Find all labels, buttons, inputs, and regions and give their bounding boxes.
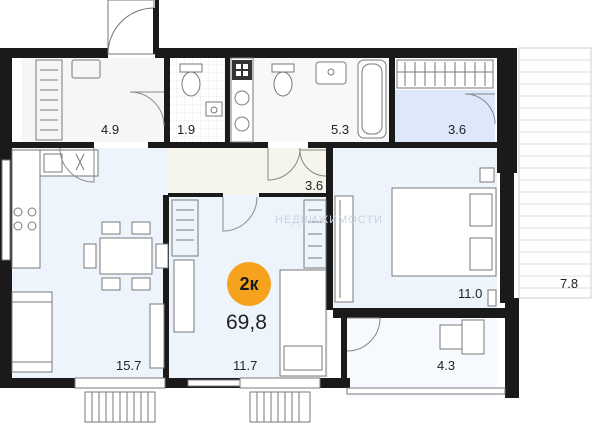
dining-table: [83, 221, 169, 291]
corridor-floor: [168, 148, 333, 195]
storage-shelves: [396, 59, 494, 89]
walls: [0, 0, 519, 398]
terrace-deck: [519, 59, 591, 289]
shelf-bedroom: [334, 195, 354, 303]
storage-door-swing: [464, 93, 496, 125]
balcony-railing: [346, 387, 506, 395]
terrace-floor: [518, 47, 592, 299]
bedroom-door-swing: [299, 149, 327, 177]
hall-door-swing: [129, 91, 165, 127]
wardrobe-bedroom: [303, 199, 327, 269]
window-bottom-middle: [239, 377, 321, 423]
watermark: НЕДВИЖИМОСТИ: [275, 214, 383, 226]
room-area-corridor: 3.6: [305, 178, 324, 193]
kitchen-door-swing: [59, 147, 95, 183]
entry-door: [107, 0, 155, 55]
room-area-bedroom: 11.0: [458, 286, 483, 301]
kitchen-counter: [11, 149, 99, 269]
room-count-badge: 2к: [227, 262, 271, 306]
room-area-storage: 3.6: [448, 122, 467, 137]
room-area-terrace: 7.8: [560, 276, 579, 291]
room-area-hall: 4.9: [101, 122, 120, 137]
window-bottom-left: [74, 377, 166, 423]
room-area-wc: 1.9: [177, 122, 196, 137]
sofa: [11, 291, 53, 373]
room-area-kitchen-living: 15.7: [116, 358, 142, 373]
room-area-balcony-small: 4.3: [437, 358, 456, 373]
tv-stand: [149, 303, 165, 369]
balcony-furniture: [439, 319, 485, 355]
wardrobe-small-room: [171, 199, 199, 257]
bed-small-room: [279, 269, 327, 377]
total-area: 69,8: [226, 311, 267, 334]
utility-shaft: [230, 57, 254, 143]
wc-fixtures: [179, 63, 223, 117]
radiator-bedroom: [487, 289, 497, 307]
hall-wardrobe: [35, 59, 101, 141]
bed-bedroom: [391, 167, 497, 277]
balcony-door-swing: [346, 317, 381, 352]
room-area-bedroom-small: 11.7: [233, 358, 258, 373]
bath-door-swing: [267, 147, 301, 181]
room-area-bath: 5.3: [331, 122, 350, 137]
small-bedroom-door-swing: [222, 196, 258, 232]
storage-floor: [395, 90, 495, 142]
window-left-wall: [1, 159, 11, 261]
desk: [173, 259, 195, 333]
bath-fixtures: [271, 59, 387, 139]
